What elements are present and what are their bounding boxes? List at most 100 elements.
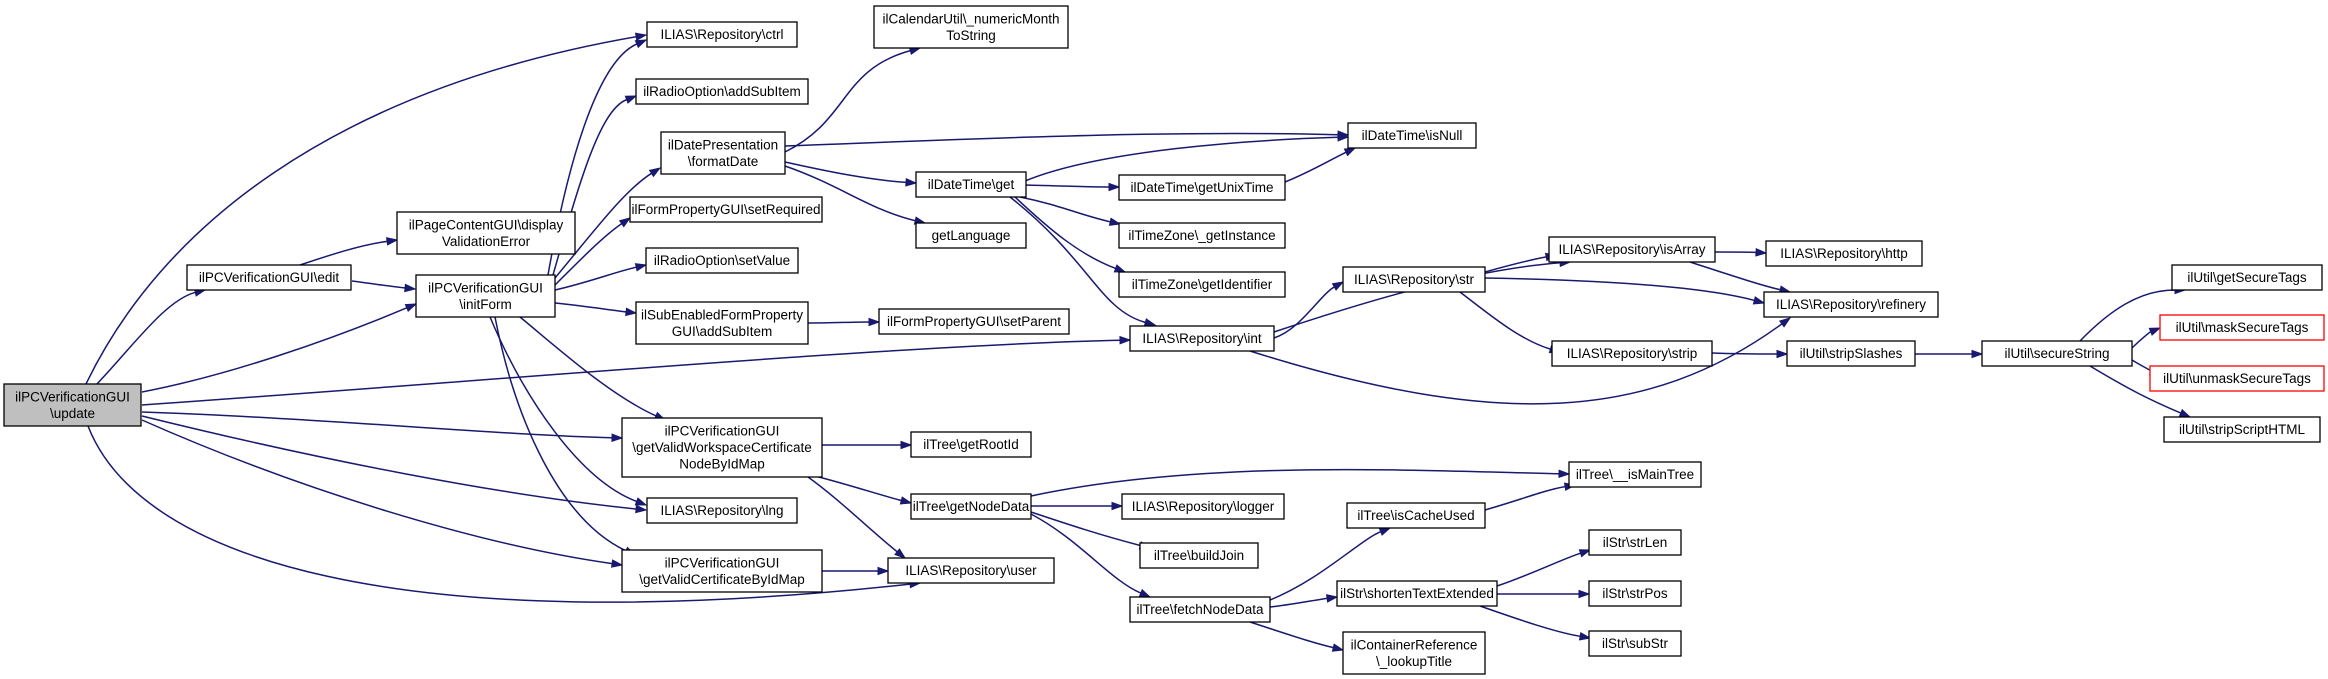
edge-initForm-to-subEnabledAddSubItem — [554, 302, 638, 317]
node-user[interactable]: ILIAS\Repository\user — [887, 557, 1055, 584]
node-label: NodeByIdMap — [679, 457, 765, 472]
node-label: ilTree\buildJoin — [1154, 548, 1244, 563]
node-strPos[interactable]: ilStr\strPos — [1588, 580, 1682, 607]
node-box — [910, 493, 1032, 520]
node-fetchNodeData[interactable]: ilTree\fetchNodeData — [1129, 596, 1271, 623]
node-subStr[interactable]: ilStr\subStr — [1588, 630, 1682, 657]
arrowhead — [1108, 182, 1121, 192]
node-getRootId[interactable]: ilTree\getRootId — [910, 431, 1032, 458]
node-strip[interactable]: ILIAS\Repository\strip — [1551, 340, 1713, 367]
node-setParent[interactable]: ilFormPropertyGUI\setParent — [878, 308, 1070, 335]
arrowhead — [1778, 317, 1792, 328]
node-logger[interactable]: ILIAS\Repository\logger — [1121, 493, 1285, 520]
node-unmaskSecureTags[interactable]: ilUtil\unmaskSecureTags — [2149, 365, 2325, 392]
node-box — [646, 497, 798, 524]
node-buildJoin[interactable]: ilTree\buildJoin — [1139, 542, 1259, 569]
node-getIdentifier[interactable]: ilTimeZone\getIdentifier — [1118, 271, 1286, 298]
arrowhead — [634, 32, 648, 42]
node-label: ilTree\getNodeData — [913, 499, 1030, 514]
node-getInstance[interactable]: ilTimeZone\_getInstance — [1118, 222, 1286, 249]
edge-dtGet-to-getIdentifier — [1014, 196, 1127, 273]
node-lng[interactable]: ILIAS\Repository\lng — [646, 497, 798, 524]
node-isCacheUsed[interactable]: ilTree\isCacheUsed — [1346, 502, 1486, 529]
node-update[interactable]: ilPCVerificationGUI \update — [3, 383, 142, 427]
node-isArray[interactable]: ILIAS\Repository\isArray — [1548, 236, 1716, 263]
node-box — [878, 308, 1070, 335]
node-radioAddSubItem[interactable]: ilRadioOption\addSubItem — [635, 78, 809, 105]
arrowhead — [625, 307, 638, 317]
node-maskSecureTags[interactable]: ilUtil\maskSecureTags — [2159, 314, 2325, 341]
node-http[interactable]: ILIAS\Repository\http — [1765, 240, 1923, 267]
arrowhead — [1971, 349, 1984, 359]
edge-shortenText-to-strLen — [1496, 549, 1592, 587]
arrowhead — [634, 39, 648, 49]
node-strLen[interactable]: ilStr\strLen — [1588, 529, 1682, 556]
arrowhead — [1343, 147, 1357, 157]
node-stripScriptHTML[interactable]: ilUtil\stripScriptHTML — [2163, 416, 2321, 443]
node-label: ILIAS\Repository\logger — [1132, 499, 1275, 514]
node-getUnixTime[interactable]: ilDateTime\getUnixTime — [1118, 174, 1286, 201]
arrowhead — [634, 497, 648, 506]
node-getSecureTags[interactable]: ilUtil\getSecureTags — [2171, 264, 2323, 291]
node-int[interactable]: ILIAS\Repository\int — [1129, 325, 1275, 352]
node-initForm[interactable]: ilPCVerificationGUI\initForm — [415, 274, 556, 318]
node-box — [1588, 529, 1682, 556]
node-label: \formatDate — [688, 154, 759, 169]
node-setValue[interactable]: ilRadioOption\setValue — [645, 247, 799, 274]
node-dtGet[interactable]: ilDateTime\get — [915, 171, 1027, 198]
node-box — [1765, 240, 1923, 267]
node-label: ilPCVerificationGUI — [15, 389, 130, 404]
node-getValidCertificate[interactable]: ilPCVerificationGUI \getValidCertificateB… — [621, 549, 823, 593]
node-label: ilSubEnabledFormProperty — [641, 307, 803, 322]
edge-subEnabledAddSubItem-to-setParent — [807, 317, 881, 327]
node-label: ILIAS\Repository\lng — [660, 503, 783, 518]
arrowhead — [899, 496, 913, 505]
node-isNull[interactable]: ilDateTime\isNull — [1347, 122, 1477, 149]
node-box — [1118, 271, 1286, 298]
node-secureString[interactable]: ilUtil\secureString — [1981, 340, 2133, 367]
node-setRequired[interactable]: ilFormPropertyGUI\setRequired — [629, 196, 823, 223]
node-box — [635, 78, 809, 105]
node-formatDate[interactable]: ilDatePresentation\formatDate — [660, 131, 786, 175]
node-box — [1347, 122, 1477, 149]
node-isMainTree[interactable]: ilTree\__isMainTree — [1568, 461, 1702, 488]
arrowhead — [1331, 281, 1345, 291]
node-box — [1786, 340, 1916, 367]
arrowhead — [648, 167, 662, 178]
node-label: \getValidCertificateByIdMap — [639, 572, 805, 587]
node-box — [1342, 266, 1486, 293]
node-shortenText[interactable]: ilStr\shortenTextExtended — [1336, 580, 1498, 607]
node-str[interactable]: ILIAS\Repository\str — [1342, 266, 1486, 293]
node-getNodeData[interactable]: ilTree\getNodeData — [910, 493, 1032, 520]
node-box — [915, 171, 1027, 198]
edge-shortenText-to-strPos — [1497, 589, 1591, 599]
node-box — [2171, 264, 2323, 291]
edge-str-to-strip — [1459, 291, 1562, 354]
node-box — [2149, 365, 2325, 392]
edge-getValidWorkspace-to-user — [807, 476, 907, 559]
edge-secureString-to-maskSecureTags — [2131, 327, 2162, 349]
node-box — [1346, 502, 1486, 529]
node-refinery[interactable]: ILIAS\Repository\refinery — [1763, 291, 1939, 318]
edge-dtGet-to-getUnixTime — [1024, 182, 1121, 192]
node-stripSlashes[interactable]: ilUtil\stripSlashes — [1786, 340, 1916, 367]
node-edit[interactable]: ilPCVerificationGUI\edit — [186, 264, 352, 291]
node-box — [1588, 630, 1682, 657]
node-box — [3, 383, 142, 427]
edge-isArray-to-refinery — [1689, 261, 1792, 294]
node-label: ilPCVerificationGUI — [665, 555, 780, 570]
node-box — [629, 196, 823, 223]
edge-dtGet-to-getInstance — [1019, 196, 1122, 226]
arrowhead — [634, 263, 648, 272]
node-getLanguage[interactable]: getLanguage — [915, 222, 1027, 249]
node-lookupTitle[interactable]: ilContainerReference\_lookupTitle — [1342, 631, 1486, 675]
node-label: \update — [50, 406, 95, 421]
node-getValidWorkspace[interactable]: ilPCVerificationGUI\getValidWorkspaceCer… — [621, 417, 823, 478]
node-box — [646, 21, 798, 48]
edge-str-to-refinery — [1484, 277, 1766, 305]
node-label: ilTree\fetchNodeData — [1136, 602, 1264, 617]
node-ctrl[interactable]: ILIAS\Repository\ctrl — [646, 21, 798, 48]
